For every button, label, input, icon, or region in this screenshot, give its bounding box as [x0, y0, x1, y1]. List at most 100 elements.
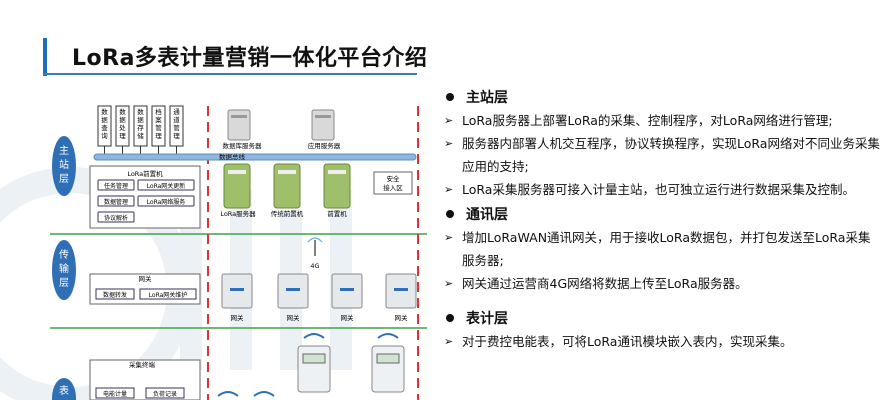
svg-text:LoRa网关更新: LoRa网关更新 [147, 182, 186, 190]
module-label: 理 [155, 132, 162, 140]
module-label: 道 [173, 115, 180, 124]
svg-text:表: 表 [59, 384, 69, 397]
module-label: 理 [173, 132, 180, 140]
arrow-bullet-icon: ➢ [444, 137, 454, 150]
svg-text:4G: 4G [310, 262, 319, 270]
db-server-icon: 数据库服务器 [223, 109, 263, 150]
module-label: 数 [101, 107, 108, 116]
gateway-label: 网关 [287, 313, 301, 322]
svg-text:数据转发: 数据转发 [103, 291, 127, 299]
traditional-front-machine: 传统前置机 [271, 163, 304, 218]
module-label: 数 [137, 107, 144, 116]
front-machine: 前置机 [323, 163, 351, 218]
title-accent-bar [43, 38, 47, 76]
section-heading: 主站层 [440, 84, 880, 109]
list-item: ➢LoRa采集服务器可接入计量主站，也可独立运行进行数据采集及控制。 [440, 178, 880, 201]
app-server-icon: 应用服务器 [308, 109, 341, 150]
gateway-device-icon: 网关 [221, 273, 253, 322]
data-bus [93, 153, 417, 161]
layer-label-transport: 传 输 层 [52, 240, 76, 300]
svg-text:站: 站 [59, 158, 69, 171]
gateway-device-icon: 网关 [385, 273, 417, 322]
svg-text:应用服务器: 应用服务器 [308, 141, 341, 150]
module-label: 理 [119, 132, 126, 140]
section: 主站层➢LoRa服务器上部署LoRa的采集、控制程序，对LoRa网络进行管理;➢… [440, 84, 880, 201]
gateway-label: 网关 [341, 313, 355, 322]
list-item: ➢增加LoRaWAN通讯网关，用于接收LoRa数据包，并打包发送至LoRa采集服… [440, 226, 880, 272]
svg-text:负荷记录: 负荷记录 [153, 390, 177, 398]
svg-text:层: 层 [59, 173, 69, 185]
bullet-dot-icon [446, 92, 454, 101]
electric-meter-icon [297, 333, 331, 393]
arrow-bullet-icon: ➢ [444, 335, 454, 348]
svg-text:LoRa服务器: LoRa服务器 [220, 209, 256, 218]
svg-text:电能计量: 电能计量 [103, 390, 127, 398]
layer-label-meter: 表 [52, 378, 76, 400]
security-access-zone: 安全 接入区 [373, 171, 413, 195]
layer-char: 主 [59, 145, 69, 157]
module-label: 储 [137, 131, 144, 140]
svg-text:前置机: 前置机 [327, 209, 347, 218]
electric-meter-icon [371, 333, 405, 393]
layer-label-master: 主 站 层 [52, 136, 76, 196]
arrow-bullet-icon: ➢ [444, 277, 454, 290]
section-heading: 表计层 [440, 305, 880, 330]
module-label: 据 [119, 115, 126, 124]
arrow-bullet-icon: ➢ [444, 231, 454, 244]
section-heading: 通讯层 [440, 201, 880, 226]
gateway-box: 网关 数据转发 LoRa网关维护 [89, 273, 201, 305]
bullet-dot-icon [446, 313, 454, 322]
svg-text:任务管理: 任务管理 [104, 182, 128, 190]
list-item: ➢对于费控电能表，可将LoRa通讯模块嵌入表内，实现采集。 [440, 330, 880, 353]
svg-text:数据总线: 数据总线 [219, 152, 246, 161]
svg-text:协议解析: 协议解析 [104, 214, 128, 222]
list-item: ➢LoRa服务器上部署LoRa的采集、控制程序，对LoRa网络进行管理; [440, 109, 880, 132]
module-label: 管 [173, 123, 180, 132]
svg-text:接入区: 接入区 [383, 183, 403, 192]
gateway-device-icon: 网关 [277, 273, 309, 322]
terminal-box: 采集终端 电能计量 负荷记录 [89, 359, 201, 400]
svg-text:传统前置机: 传统前置机 [271, 209, 304, 218]
module-label: 据 [137, 115, 144, 124]
svg-text:数据管理: 数据管理 [104, 198, 128, 206]
antenna-4g-icon: 4G [307, 237, 323, 270]
svg-text:层: 层 [59, 277, 69, 289]
svg-text:LoRa网关维护: LoRa网关维护 [149, 291, 188, 299]
svg-text:传: 传 [59, 249, 69, 261]
svg-text:安全: 安全 [387, 174, 401, 183]
lora-server-machine: LoRa服务器 [220, 163, 256, 218]
module-label: 询 [101, 131, 108, 140]
title-underline [43, 73, 417, 75]
description-text: 主站层➢LoRa服务器上部署LoRa的采集、控制程序，对LoRa网络进行管理;➢… [440, 84, 880, 353]
module-label: 据 [101, 115, 108, 124]
section: 表计层➢对于费控电能表，可将LoRa通讯模块嵌入表内，实现采集。 [440, 305, 880, 353]
module-label: 存 [137, 123, 144, 132]
list-item: ➢服务器内部署人机交互程序，协议转换程序，实现LoRa网络对不同业务采集应用的支… [440, 132, 880, 178]
gateway-label: 网关 [395, 313, 409, 322]
svg-text:LoRa网络服务: LoRa网络服务 [147, 198, 186, 206]
module-label: 通 [173, 107, 180, 116]
lora-front-box: LoRa前置机 任务管理 LoRa网关更新 数据管理 LoRa网络服务 协议解析 [89, 165, 201, 229]
svg-text:网关: 网关 [139, 274, 153, 283]
module-label: 数 [119, 107, 126, 116]
svg-text:数据库服务器: 数据库服务器 [223, 141, 263, 150]
page-title: LoRa多表计量营销一体化平台介绍 [72, 46, 428, 71]
module-label: 案 [155, 115, 162, 124]
svg-text:采集终端: 采集终端 [129, 360, 156, 369]
arrow-bullet-icon: ➢ [444, 183, 454, 196]
bullet-dot-icon [446, 209, 454, 218]
section: 通讯层➢增加LoRaWAN通讯网关，用于接收LoRa数据包，并打包发送至LoRa… [440, 201, 880, 295]
gateway-device-icon: 网关 [331, 273, 363, 322]
list-item: ➢网关通过运营商4G网络将数据上传至LoRa服务器。 [440, 272, 880, 295]
module-label: 管 [155, 123, 162, 132]
module-label: 档 [155, 107, 162, 116]
wifi-signal-icon [217, 391, 275, 397]
module-label: 查 [101, 123, 108, 132]
arrow-bullet-icon: ➢ [444, 114, 454, 127]
